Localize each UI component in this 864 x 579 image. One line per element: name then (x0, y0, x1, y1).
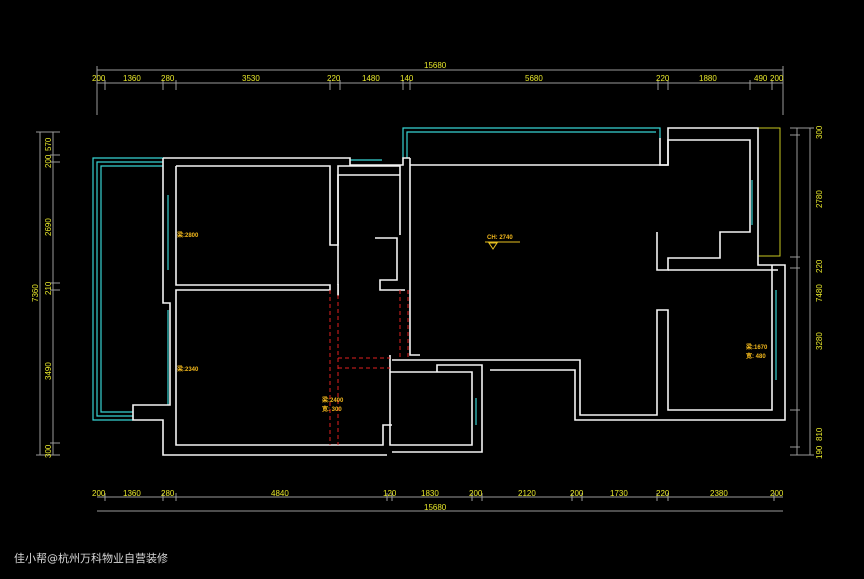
beams (329, 290, 409, 445)
dim-bottom: 1730 (610, 489, 628, 498)
dim-left-total: 7360 (31, 284, 40, 302)
dim-top: 220 (327, 74, 341, 83)
dim-bottom: 200 (770, 489, 784, 498)
label-living-ceiling: CH: 2740 (487, 235, 513, 241)
dim-bottom: 2380 (710, 489, 728, 498)
dim-top: 1360 (123, 74, 141, 83)
dim-bottom: 2120 (518, 489, 536, 498)
label-bedroom-top: 梁:2800 (177, 231, 199, 239)
dim-top: 200 (770, 74, 784, 83)
dim-right: 190 (815, 445, 824, 459)
balcony-outline (757, 127, 781, 257)
dim-bottom: 1830 (421, 489, 439, 498)
dim-left: 200 (44, 154, 53, 168)
dim-bottom: 220 (656, 489, 670, 498)
dim-top: 220 (656, 74, 670, 83)
dim-right: 810 (815, 427, 824, 441)
dim-right-total: 7480 (815, 284, 824, 302)
dim-bottom: 280 (161, 489, 175, 498)
dim-bottom-total: 15680 (424, 503, 447, 512)
dim-top-total: 15680 (424, 61, 447, 70)
windows (92, 127, 777, 425)
dim-bottom: 200 (469, 489, 483, 498)
dim-bottom: 1360 (123, 489, 141, 498)
dimension-lines (36, 66, 814, 512)
walls (132, 127, 786, 456)
dim-top: 1880 (699, 74, 717, 83)
label-right-room-1: 梁:1670 (746, 343, 768, 351)
dim-left: 3490 (44, 362, 53, 380)
dim-left: 300 (44, 444, 53, 458)
label-bedroom-bottom: 梁:2340 (177, 365, 199, 373)
label-right-room-2: 宽: 480 (745, 352, 766, 360)
dim-left: 570 (44, 137, 53, 151)
label-beam-1: 梁:2400 (322, 396, 344, 404)
dim-top: 1480 (362, 74, 380, 83)
dim-top: 140 (400, 74, 414, 83)
dim-left: 210 (44, 281, 53, 295)
dim-top: 200 (92, 74, 106, 83)
dim-right: 300 (815, 125, 824, 139)
level-marker-icon (488, 242, 498, 250)
dim-bottom: 120 (383, 489, 397, 498)
dim-bottom: 200 (92, 489, 106, 498)
dimension-labels: 15680 200 1360 280 3530 220 1480 140 568… (31, 61, 824, 512)
dim-left: 2690 (44, 218, 53, 236)
dim-top: 280 (161, 74, 175, 83)
dim-top: 490 (754, 74, 768, 83)
dim-right: 3280 (815, 332, 824, 350)
dim-right: 220 (815, 259, 824, 273)
watermark: 佳小帮@杭州万科物业自营装修 (14, 552, 168, 565)
dim-top: 3530 (242, 74, 260, 83)
dim-bottom: 4840 (271, 489, 289, 498)
dim-top: 5680 (525, 74, 543, 83)
dim-bottom: 200 (570, 489, 584, 498)
dim-right: 2780 (815, 190, 824, 208)
label-beam-2: 宽: 300 (321, 405, 342, 413)
